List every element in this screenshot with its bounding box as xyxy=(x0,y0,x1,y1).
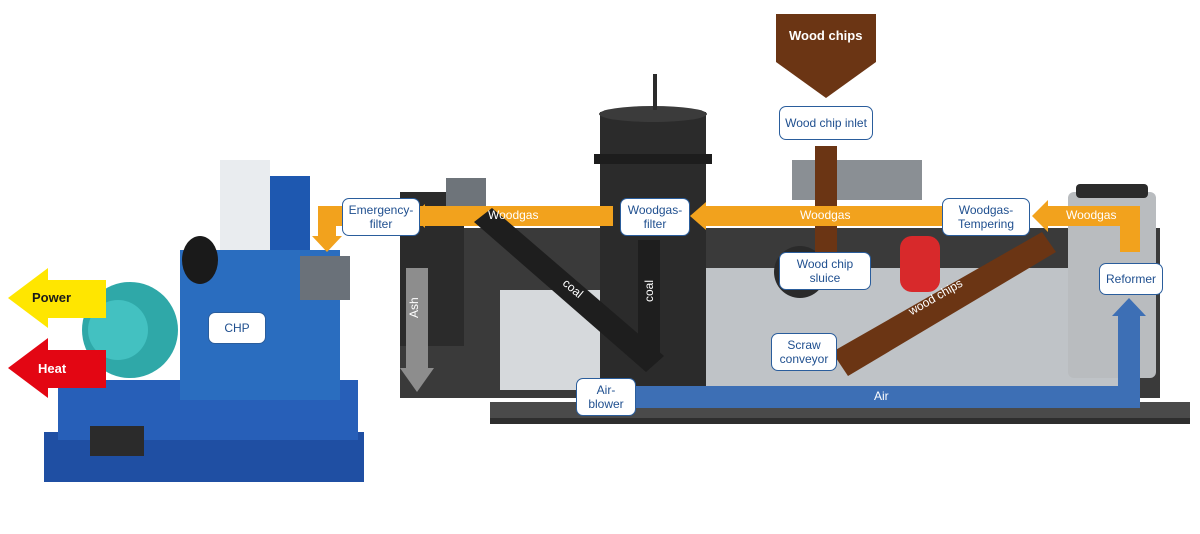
power-arrow xyxy=(8,268,106,328)
woodgas-label-right: Woodgas xyxy=(1066,208,1117,222)
ash-label: Ash xyxy=(407,297,421,318)
wood-chips-input-label: Wood chips xyxy=(789,28,863,43)
air-label: Air xyxy=(874,389,889,403)
coal-band-2 xyxy=(638,240,660,360)
chp-motor-box xyxy=(300,256,350,300)
label-woodgas-tempering: Woodgas- Tempering xyxy=(942,198,1030,236)
woodgas-down-chp xyxy=(318,206,336,240)
label-woodgas-filter: Woodgas- filter xyxy=(620,198,690,236)
air-arrow-up xyxy=(1112,298,1146,316)
valve-block xyxy=(792,160,922,200)
woodgas-arrow-mid xyxy=(690,202,706,230)
air-riser xyxy=(1118,312,1140,408)
ash-band xyxy=(406,268,428,372)
woodgas-band-mid xyxy=(706,206,958,226)
filter-flange xyxy=(594,154,712,164)
left-motor xyxy=(446,178,486,208)
chp-cylinder xyxy=(182,236,218,284)
filter-tank-top xyxy=(599,106,707,122)
label-screw-conveyor: Scraw conveyor xyxy=(771,333,837,371)
label-wood-chip-inlet: Wood chip inlet xyxy=(779,106,873,140)
woodgas-band-right xyxy=(1044,206,1136,226)
base-frame-edge xyxy=(490,418,1190,424)
woodgas-riser-reformer xyxy=(1120,206,1140,252)
heat-label: Heat xyxy=(38,361,67,376)
heat-arrow xyxy=(8,338,106,398)
wood-chips-input-arrow xyxy=(776,14,876,98)
label-wood-chip-sluice: Wood chip sluice xyxy=(779,252,871,290)
label-air-blower: Air- blower xyxy=(576,378,636,416)
reformer-cap xyxy=(1076,184,1148,198)
coal-label-2: coal xyxy=(642,279,656,302)
woodgas-arrow-right xyxy=(1032,200,1048,232)
expansion-vessel xyxy=(900,236,940,292)
ash-arrow xyxy=(400,368,434,392)
woodgas-down-chp-head xyxy=(312,236,342,252)
woodgas-label-mid: Woodgas xyxy=(800,208,851,222)
label-emergency-filter: Emergency- filter xyxy=(342,198,420,236)
chp-engine-top xyxy=(270,176,310,250)
coal-band-1 xyxy=(474,208,664,372)
chp-battery xyxy=(90,426,144,456)
label-reformer: Reformer xyxy=(1099,263,1163,295)
label-chp: CHP xyxy=(208,312,266,344)
power-label: Power xyxy=(32,290,72,305)
chp-exhaust xyxy=(220,160,270,250)
air-band xyxy=(630,386,1138,408)
wood-chips-conveyor xyxy=(832,232,1056,376)
woodgas-label-left: Woodgas xyxy=(488,208,539,222)
